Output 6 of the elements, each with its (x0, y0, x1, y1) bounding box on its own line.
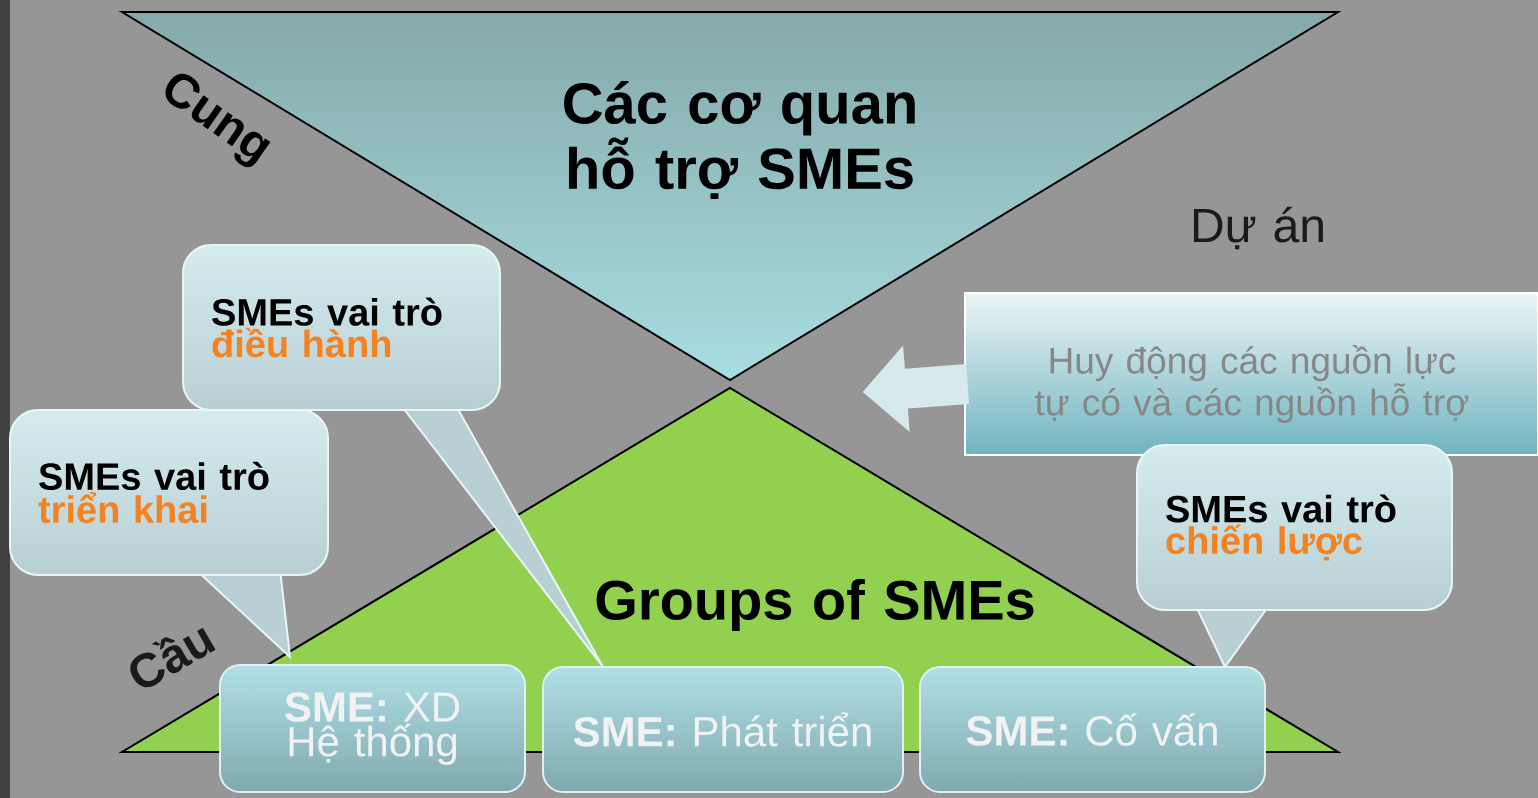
banner-box: Huy động các nguồn lực tự có và các nguồn hỗ trợ (964, 292, 1538, 456)
role-box: SME: Cố vấn (919, 666, 1266, 793)
role-box: SME: XD Hệ thống (219, 664, 526, 793)
role-box: SME: Phát triển (542, 666, 904, 793)
speech-callout: SMEs vai trò chiến lược (1136, 444, 1453, 669)
axis-word: Dự án (1193, 206, 1323, 250)
